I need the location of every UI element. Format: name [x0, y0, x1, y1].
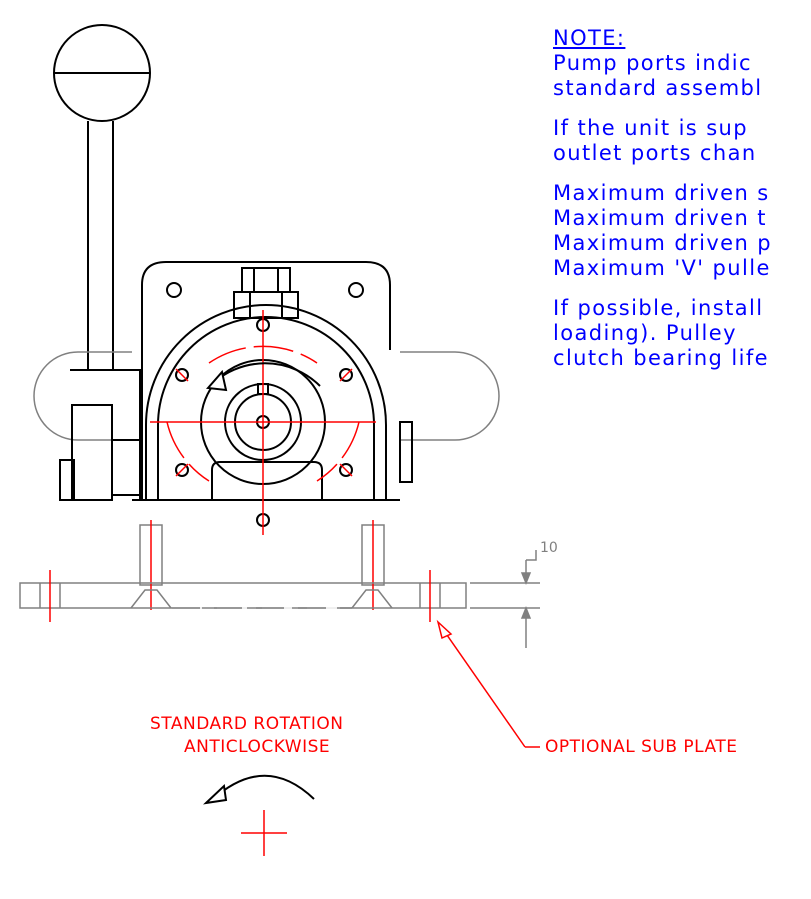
note-line: Maximum driven t: [553, 206, 767, 230]
plate-centerlines: [49, 570, 431, 622]
mounting-plate: [141, 261, 391, 500]
note-block: NOTE: Pump ports indic standard assembl …: [553, 26, 772, 371]
lever-handle: [53, 24, 151, 500]
stud-centerlines: [150, 520, 374, 610]
note-line: standard assembl: [553, 76, 763, 100]
note-line: Pump ports indic: [553, 51, 752, 75]
sub-plate: [19, 582, 467, 609]
note-line: If possible, install: [553, 296, 764, 320]
sub-plate-label: OPTIONAL SUB PLATE: [545, 737, 738, 757]
note-spacer: [553, 166, 772, 181]
standard-rotation-arrow: [202, 774, 315, 805]
note-heading: NOTE:: [553, 26, 626, 50]
dimension-label: 10: [540, 540, 558, 556]
rotation-center-cross: [241, 810, 287, 856]
side-lugs: [33, 351, 500, 441]
note-line: Maximum driven p: [553, 231, 773, 255]
note-line: loading). Pulley: [553, 321, 737, 345]
note-line: If the unit is sup: [553, 116, 748, 140]
note-line: outlet ports chan: [553, 141, 757, 165]
rotation-label-line2: ANTICLOCKWISE: [184, 737, 331, 757]
centerlines: [150, 310, 376, 535]
valve-block: [59, 404, 143, 501]
pump-body: [132, 304, 413, 501]
note-spacer: [553, 101, 772, 116]
note-spacer: [553, 281, 772, 296]
note-line: clutch bearing life: [553, 346, 769, 370]
sub-plate-leader: [436, 619, 540, 748]
dimension-marker: [470, 550, 540, 648]
note-line: Maximum 'V' pulle: [553, 256, 771, 280]
body-rotation-arrow: [205, 362, 321, 392]
top-fitting: [233, 267, 299, 319]
rotation-label-line1: STANDARD ROTATION: [150, 714, 344, 734]
note-line: Maximum driven s: [553, 181, 770, 205]
mounting-studs: [139, 524, 385, 586]
